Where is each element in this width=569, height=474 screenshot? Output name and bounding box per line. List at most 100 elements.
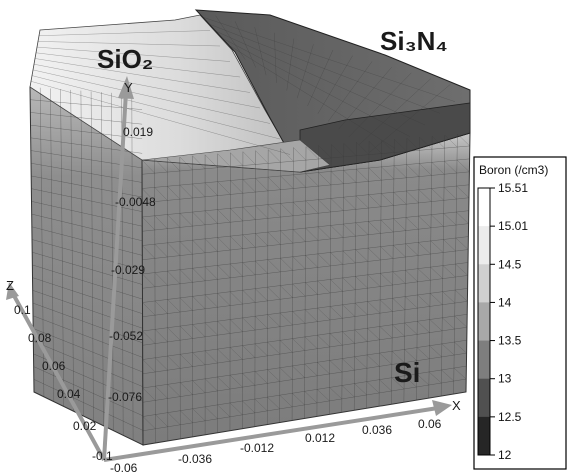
mesh-line <box>431 188 444 201</box>
mesh-line <box>431 162 445 175</box>
mesh-line <box>267 204 281 218</box>
legend-swatch <box>478 378 490 418</box>
mesh-line <box>179 156 193 171</box>
z-axis-line <box>10 291 106 461</box>
mesh-line <box>429 319 443 331</box>
mesh-line <box>31 188 143 212</box>
mesh-line <box>430 266 443 279</box>
mesh-line <box>230 236 243 249</box>
mesh-line <box>293 202 306 215</box>
mesh-line <box>230 152 244 166</box>
mesh-line <box>417 294 431 307</box>
legend-label: 13 <box>498 372 512 386</box>
legend-swatch <box>478 264 490 303</box>
mesh-line <box>393 218 406 231</box>
mesh-line <box>317 362 330 375</box>
mesh-line <box>367 328 380 340</box>
mesh-line <box>279 395 293 408</box>
mesh-line <box>192 296 206 309</box>
mesh-line <box>167 384 181 397</box>
mesh-line <box>254 343 268 356</box>
mesh-line <box>155 414 168 427</box>
mesh-line <box>267 259 281 273</box>
mesh-line <box>30 163 143 183</box>
mesh-line <box>180 354 193 367</box>
mesh-line <box>367 301 381 314</box>
mesh-line <box>455 263 468 276</box>
mesh-line <box>330 279 343 292</box>
mesh-line <box>316 389 330 402</box>
mesh-line <box>404 375 417 388</box>
mesh-line <box>441 369 454 382</box>
mesh-line <box>368 167 382 181</box>
mesh-line <box>217 153 231 167</box>
mesh-line <box>317 280 331 294</box>
legend-swatch <box>478 188 490 227</box>
mesh-line <box>279 340 293 353</box>
x-tick: 0.012 <box>305 431 335 445</box>
mesh-line <box>230 208 243 222</box>
mesh-line <box>394 139 407 152</box>
mesh-line <box>444 161 457 174</box>
mesh-line <box>179 213 193 227</box>
mesh-line <box>242 151 256 165</box>
mesh-line <box>31 201 143 227</box>
mesh-line <box>242 345 256 358</box>
legend-swatch <box>478 226 490 265</box>
mesh-line <box>329 360 343 373</box>
mesh-line <box>404 349 417 361</box>
mesh-line <box>31 75 281 140</box>
mesh-line <box>33 64 261 109</box>
mesh-line <box>292 229 306 242</box>
mesh-line <box>279 367 293 380</box>
mesh-line <box>342 250 356 264</box>
mesh-line <box>305 146 319 160</box>
mesh-line <box>204 238 218 252</box>
mesh-line <box>280 258 293 271</box>
mesh-line <box>330 198 344 211</box>
mesh-line <box>255 288 268 301</box>
mesh-line <box>255 150 269 164</box>
mesh-line <box>229 319 243 332</box>
mesh-line <box>32 264 143 300</box>
mesh-line <box>267 369 280 382</box>
mesh-line <box>154 187 168 201</box>
x-tick: 0.036 <box>362 423 392 437</box>
mesh-line <box>354 383 367 396</box>
mesh-line <box>317 335 330 348</box>
mesh-line <box>431 214 444 227</box>
mesh-line <box>141 188 155 202</box>
mesh-line <box>255 260 268 274</box>
z-tick: 0.1 <box>14 303 31 317</box>
mesh-line <box>443 187 457 200</box>
mesh-line <box>292 256 306 270</box>
legend-label: 15.51 <box>498 181 528 195</box>
mesh-line <box>167 186 181 200</box>
mesh-line <box>441 343 455 356</box>
mesh-line <box>142 416 156 429</box>
mesh-line <box>279 312 293 326</box>
mesh-line <box>442 265 456 278</box>
mesh-line <box>217 348 231 362</box>
mesh-line <box>406 190 419 204</box>
mesh-line <box>154 244 168 258</box>
mesh-line <box>192 183 206 197</box>
mesh-line <box>254 371 268 384</box>
mesh-line <box>242 400 255 413</box>
y-axis-name: Y <box>124 80 133 95</box>
mesh-line <box>202 16 456 102</box>
mesh-line <box>36 46 231 62</box>
mesh-line <box>142 273 156 287</box>
mesh-line <box>292 311 306 324</box>
mesh-line <box>305 173 319 187</box>
mesh-line <box>167 355 181 369</box>
mesh-line <box>34 58 251 93</box>
mesh-line <box>318 145 332 159</box>
z-tick: 0.04 <box>57 387 81 401</box>
mesh-line <box>329 387 342 400</box>
mesh-line <box>331 144 344 157</box>
mesh-line <box>343 223 356 237</box>
mesh-line <box>405 270 418 282</box>
mesh-line <box>444 134 458 148</box>
